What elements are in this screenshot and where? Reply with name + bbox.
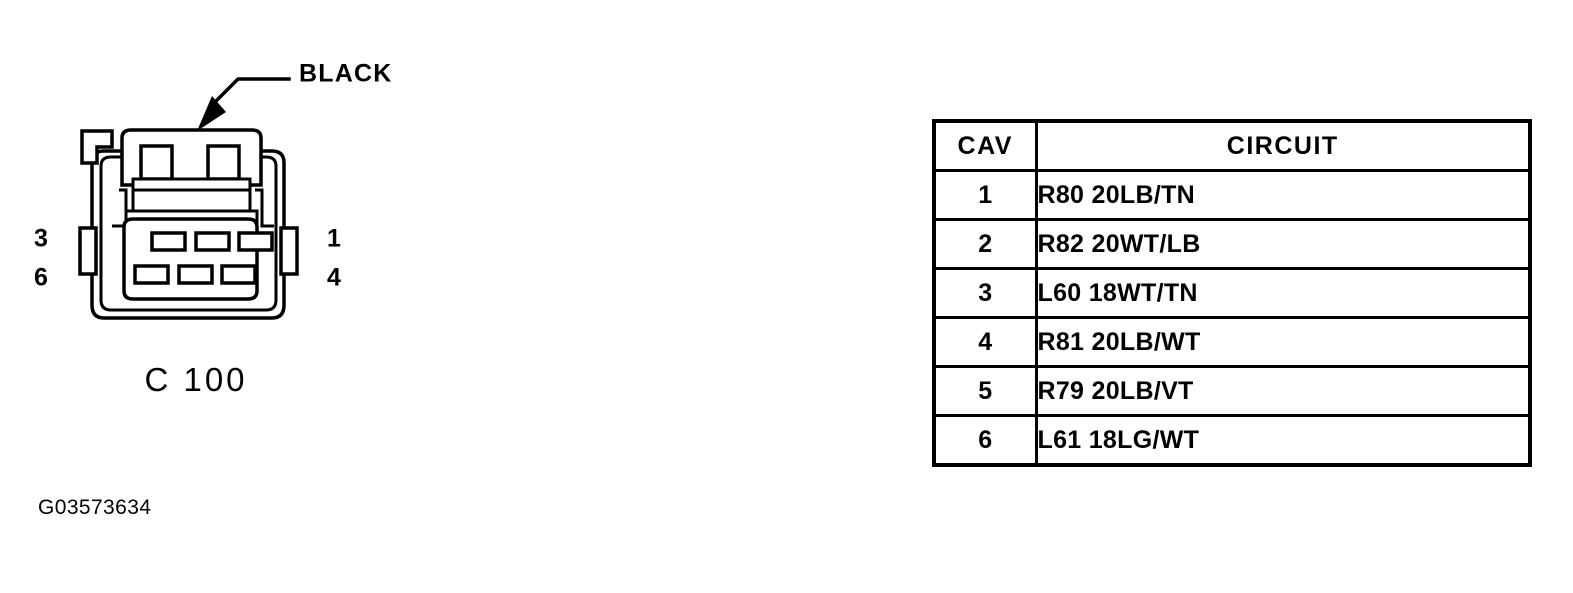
callout-arrow-icon bbox=[197, 96, 226, 131]
connector-latch bbox=[80, 128, 274, 228]
connector-side-tab-right bbox=[279, 226, 299, 276]
cell-cav: 2 bbox=[932, 218, 1038, 270]
cell-circuit: R82 20WT/LB bbox=[1034, 218, 1532, 270]
connector-drawing bbox=[78, 77, 299, 320]
pin-number-right-bottom: 4 bbox=[327, 263, 341, 292]
callout-label-black: BLACK bbox=[299, 59, 393, 88]
figure-reference-code: G03573634 bbox=[38, 496, 152, 519]
cell-cav: 6 bbox=[932, 414, 1038, 467]
connector-cavity-face bbox=[122, 217, 259, 301]
connector-side-tab-left bbox=[78, 226, 98, 276]
cavity-4 bbox=[220, 264, 257, 285]
cell-circuit: L61 18LG/WT bbox=[1034, 414, 1532, 467]
cavity-6 bbox=[133, 264, 170, 285]
pin-number-left-bottom: 6 bbox=[34, 263, 48, 292]
cavity-1 bbox=[237, 231, 274, 252]
callout-leader-line bbox=[210, 77, 291, 107]
pin-number-right-top: 1 bbox=[327, 224, 341, 253]
cavity-3 bbox=[150, 231, 187, 252]
cavity-5 bbox=[177, 264, 214, 285]
cavity-2 bbox=[194, 231, 231, 252]
column-header-cav: CAV bbox=[932, 119, 1038, 172]
cell-cav: 5 bbox=[932, 365, 1038, 417]
column-header-circuit: CIRCUIT bbox=[1034, 119, 1532, 172]
connector-name-label: C 100 bbox=[144, 361, 248, 398]
connector-figure: BLACK 3 6 1 4 C 100 G03573634 bbox=[0, 0, 460, 560]
cell-circuit: R80 20LB/TN bbox=[1034, 169, 1532, 221]
cell-cav: 1 bbox=[932, 169, 1038, 221]
cell-cav: 3 bbox=[932, 267, 1038, 319]
table-header-row: CAV CIRCUIT bbox=[932, 119, 1532, 172]
cell-cav: 4 bbox=[932, 316, 1038, 368]
cell-circuit: R79 20LB/VT bbox=[1034, 365, 1532, 417]
cell-circuit: L60 18WT/TN bbox=[1034, 267, 1532, 319]
pin-number-left-top: 3 bbox=[34, 224, 48, 253]
cell-circuit: R81 20LB/WT bbox=[1034, 316, 1532, 368]
connector-cavities bbox=[133, 231, 274, 285]
